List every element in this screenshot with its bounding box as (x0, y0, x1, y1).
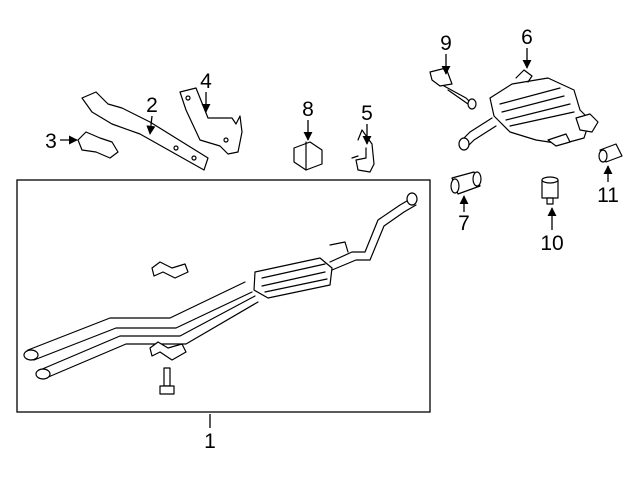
hanger-5[interactable] (351, 129, 375, 173)
leader-lines (60, 48, 613, 428)
callout-4: 4 (200, 70, 212, 93)
assembly-frame (16, 179, 431, 413)
callout-5: 5 (361, 102, 373, 125)
exhaust-tip-10[interactable] (541, 176, 559, 205)
callout-2: 2 (146, 94, 158, 117)
leader-2 (146, 115, 156, 135)
tail-pipe-tip-7[interactable] (450, 171, 482, 195)
heat-shield-3[interactable] (77, 131, 119, 159)
callout-8: 8 (302, 98, 314, 121)
callout-7: 7 (458, 212, 470, 235)
bracket-4[interactable] (179, 87, 243, 155)
callout-3: 3 (45, 130, 57, 153)
heat-shield-clip-upper[interactable] (151, 261, 189, 279)
bracket-2[interactable] (81, 91, 209, 171)
callout-10: 10 (540, 232, 563, 255)
insulator-8[interactable] (293, 141, 323, 171)
heat-shield-clip-lower[interactable] (149, 341, 187, 361)
callout-11: 11 (597, 184, 619, 207)
callout-1: 1 (204, 430, 216, 453)
callout-labels: 1 2 3 4 5 6 7 8 9 10 11 (45, 26, 619, 453)
bracket-9[interactable] (429, 67, 477, 110)
front-pipe-assembly[interactable] (23, 192, 418, 380)
bolt[interactable] (159, 367, 175, 395)
callout-9: 9 (440, 32, 452, 55)
callout-6: 6 (521, 26, 533, 49)
muffler-6[interactable] (458, 69, 599, 151)
tail-pipe-tip-11[interactable] (598, 143, 623, 163)
